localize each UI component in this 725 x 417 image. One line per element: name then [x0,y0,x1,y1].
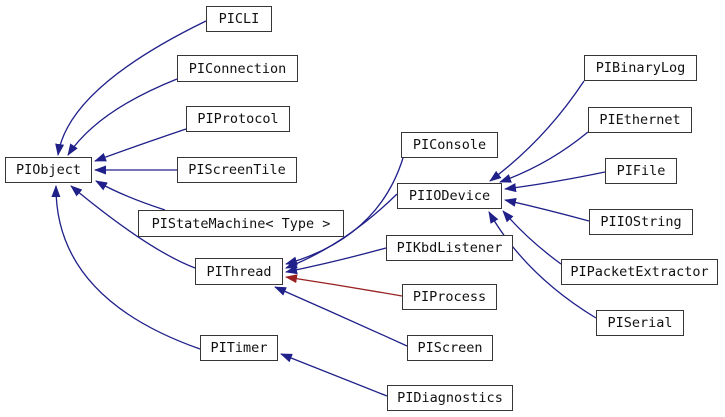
class-node-label: PIFile [616,163,666,179]
class-node-label: PIIOString [600,214,682,230]
class-node-label: PIConsole [412,137,487,153]
class-node-label: PIKbdListener [396,240,503,256]
inheritance-edge-piserial-to-piiodevice [488,211,597,319]
class-node-piiostring[interactable]: PIIOString [589,209,693,235]
inheritance-edge-piiodevice-to-pithread [285,193,398,269]
class-node-pistatemachine[interactable]: PIStateMachine< Type > [138,210,344,237]
inheritance-edge-piiostring-to-piiodevice [504,198,590,222]
class-node-piscreen[interactable]: PIScreen [407,335,493,361]
class-node-label: PIEthernet [599,112,681,128]
class-node-piprotocol[interactable]: PIProtocol [186,106,290,132]
class-node-picli[interactable]: PICLI [206,6,272,32]
inheritance-edge-piconnection-to-piobject [67,78,178,156]
class-node-label: PIStateMachine< Type > [151,215,331,232]
class-node-piconnection[interactable]: PIConnection [177,55,298,82]
inheritance-edge-pifile-to-piiodevice [504,171,606,193]
inheritance-edge-pithread-to-piobject [70,185,196,269]
class-node-pitimer[interactable]: PITimer [200,335,278,361]
class-node-piiodevice[interactable]: PIIODevice [397,183,502,209]
inheritance-edge-piprocess-to-pithread [285,274,403,297]
inheritance-edge-pidiagnostics-to-pitimer [280,353,388,397]
inheritance-edge-pistatemachine-to-piobject [95,180,166,211]
class-node-pifile[interactable]: PIFile [605,158,677,184]
class-node-pithread[interactable]: PIThread [195,258,283,285]
class-node-label: PIBinaryLog [595,60,686,76]
inheritance-edge-picli-to-piobject [55,20,207,156]
class-node-label: PIScreenTile [188,162,286,178]
inheritance-edge-piprotocol-to-piobject [94,128,187,162]
class-node-label: PICLI [218,11,260,27]
class-node-label: PIPacketExtractor [570,264,709,280]
class-node-label: PIConnection [188,60,287,77]
inheritance-edge-pibinarylog-to-piiodevice [489,80,585,182]
class-node-piprocess[interactable]: PIProcess [402,284,497,310]
class-node-label: PIThread [206,263,272,280]
class-node-pidiagnostics[interactable]: PIDiagnostics [387,385,513,411]
class-node-piserial[interactable]: PISerial [596,310,684,336]
class-node-pibinarylog[interactable]: PIBinaryLog [584,55,697,81]
class-node-label: PIObject [15,162,82,178]
class-node-piconsole[interactable]: PIConsole [401,132,498,158]
class-node-label: PIProtocol [197,111,279,127]
class-node-label: PIIODevice [408,188,491,204]
class-node-piobject[interactable]: PIObject [5,157,92,183]
class-node-pikbdlistener[interactable]: PIKbdListener [386,235,513,261]
inheritance-edge-pitimer-to-piobject [51,185,201,350]
class-node-label: PIProcess [412,289,487,305]
class-node-label: PISerial [607,315,673,331]
class-node-label: PITimer [210,340,268,356]
class-node-label: PIDiagnostics [397,390,503,406]
class-node-pipacketextractor[interactable]: PIPacketExtractor [561,259,718,285]
inheritance-edge-piscreen-to-pithread [274,286,408,347]
inheritance-edge-piethernet-to-piiodevice [499,131,589,183]
class-node-piethernet[interactable]: PIEthernet [588,107,692,133]
inheritance-edge-pipacketextractor-to-piiodevice [502,210,562,265]
class-node-label: PIScreen [417,340,483,356]
class-node-piscreentile[interactable]: PIScreenTile [177,157,297,183]
inheritance-edge-pikbdlistener-to-pithread [285,247,387,275]
